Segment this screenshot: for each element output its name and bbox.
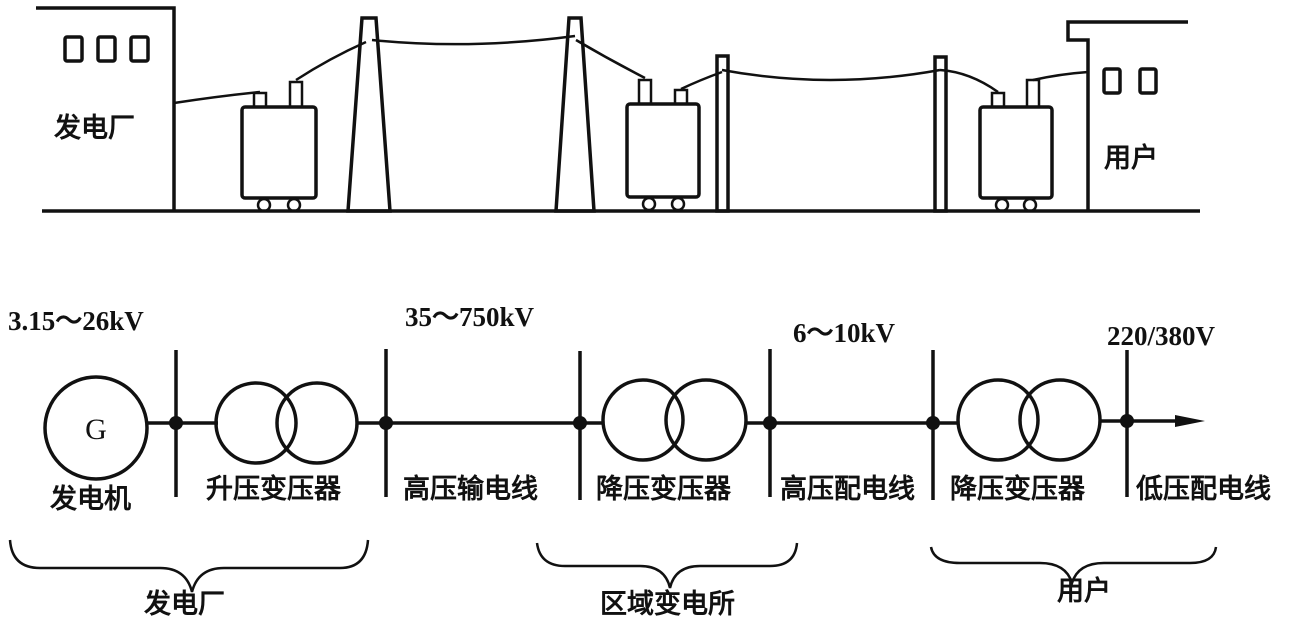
junction-4 — [763, 416, 777, 430]
group-substation: 区域变电所 — [600, 588, 735, 620]
brace-user — [929, 546, 1218, 588]
svg-text:G: G — [85, 413, 107, 446]
junction-6 — [1120, 414, 1134, 428]
tower-1 — [346, 16, 392, 213]
transformer-1 — [240, 80, 318, 213]
power-plant-building: 发电厂 — [36, 6, 176, 211]
output-arrow — [1175, 415, 1205, 427]
junction-3 — [573, 416, 587, 430]
user-label: 用户 — [1104, 142, 1158, 174]
junction-2 — [379, 416, 393, 430]
junction-5 — [926, 416, 940, 430]
label-step-down-1: 降压变压器 — [596, 473, 732, 505]
pole-2 — [933, 55, 948, 213]
schematic-section: 3.15～26kV 35～750kV 6～10kV 220/380V G — [8, 302, 1271, 620]
voltage-low: 220/380V — [1107, 321, 1216, 351]
label-hv-distribution: 高压配电线 — [780, 473, 915, 505]
brace-substation — [535, 542, 799, 589]
transformer-2 — [625, 78, 701, 212]
group-plant: 发电厂 — [143, 588, 225, 620]
label-lv-distribution: 低压配电线 — [1135, 474, 1271, 505]
transformer-3 — [978, 78, 1054, 213]
step-down-transformer-2-symbol — [956, 378, 1102, 462]
generator-symbol: G — [43, 375, 149, 481]
step-down-transformer-1-symbol — [601, 378, 748, 462]
voltage-distribution: 6～10kV — [793, 318, 896, 348]
user-building: 用户 — [1066, 20, 1188, 211]
label-step-down-2: 降压变压器 — [950, 473, 1086, 505]
voltage-transmission: 35～750kV — [405, 302, 535, 332]
brace-plant — [8, 539, 370, 593]
label-generator: 发电机 — [49, 483, 131, 515]
tower-2 — [554, 16, 596, 213]
label-hv-line: 高压输电线 — [403, 473, 538, 505]
junction-1 — [169, 416, 183, 430]
power-wires — [173, 34, 1089, 105]
label-step-up: 升压变压器 — [206, 473, 342, 505]
group-user: 用户 — [1057, 575, 1111, 607]
plant-label: 发电厂 — [53, 112, 135, 144]
pole-1 — [715, 54, 730, 213]
step-up-transformer-symbol — [214, 381, 359, 465]
voltage-generator: 3.15～26kV — [8, 306, 144, 336]
pictorial-section: 发电厂 用户 — [36, 6, 1200, 213]
